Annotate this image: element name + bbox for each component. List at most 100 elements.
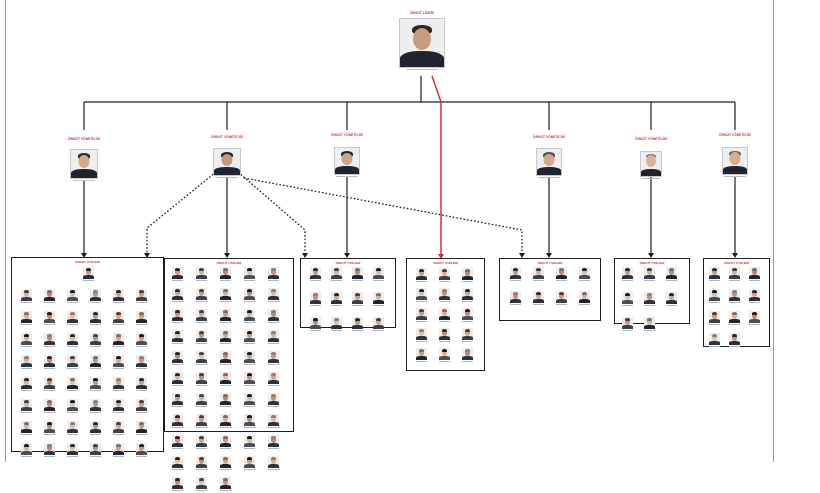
member-portrait (195, 330, 208, 346)
member-portrait (438, 268, 451, 284)
member-portrait (309, 292, 322, 308)
member-portrait (89, 443, 102, 459)
member-portrait (43, 443, 56, 459)
org-chart-document: ÖRGÜT LİDERİ ÖRGÜT YÖNETİCİSİ ÖRGÜT YÖNE… (5, 0, 774, 491)
member-portrait (415, 328, 428, 344)
member-portrait (89, 311, 102, 327)
member-portrait (243, 309, 256, 325)
member-portrait (461, 308, 474, 324)
member-portrait (89, 377, 102, 393)
member-group-5: ÖRGÜT ÜYELERİ (499, 258, 601, 321)
member-portrait (665, 292, 678, 308)
member-group-title-5: ÖRGÜT ÜYELERİ (537, 261, 563, 265)
arrowhead-2 (224, 253, 230, 258)
member-portrait (66, 399, 79, 415)
member-portrait (243, 267, 256, 283)
member-portrait (219, 351, 232, 367)
member-portrait (20, 311, 33, 327)
member-portrait (219, 456, 232, 472)
member-portrait (112, 355, 125, 371)
member-portrait (82, 267, 95, 283)
leader-node-3: ÖRGÜT YÖNETİCİSİ (322, 133, 372, 177)
member-portrait (267, 372, 280, 388)
member-portrait (330, 317, 343, 333)
member-group-1: ÖRGÜT ÜYELERİ (11, 257, 164, 457)
member-portrait (555, 267, 568, 283)
member-portrait (351, 317, 364, 333)
member-portrait (243, 351, 256, 367)
member-group-title-2: ÖRGÜT ÜYELERİ (216, 261, 242, 265)
member-portrait (66, 355, 79, 371)
member-portrait (219, 267, 232, 283)
member-portrait (728, 289, 741, 305)
member-portrait (112, 421, 125, 437)
member-portrait (135, 289, 148, 305)
member-portrait (509, 267, 522, 283)
member-portrait (219, 330, 232, 346)
member-group-4: ÖRGÜT ÜYELERİ (406, 258, 485, 371)
member-portrait (89, 399, 102, 415)
member-portrait (372, 317, 385, 333)
member-portrait (243, 330, 256, 346)
member-portrait (243, 456, 256, 472)
member-portrait (43, 355, 56, 371)
member-portrait (748, 289, 761, 305)
member-portrait (555, 291, 568, 307)
member-portrait (532, 291, 545, 307)
member-portrait (20, 377, 33, 393)
member-portrait (171, 267, 184, 283)
leader-node-2: ÖRGÜT YÖNETİCİSİ (202, 135, 252, 178)
member-portrait (243, 393, 256, 409)
member-portrait (243, 372, 256, 388)
member-portrait (112, 333, 125, 349)
member-portrait (171, 330, 184, 346)
connector-red-direct (431, 75, 442, 258)
member-portrait (171, 309, 184, 325)
member-portrait (267, 351, 280, 367)
top-leader-photo (399, 18, 445, 68)
member-portrait (372, 267, 385, 283)
member-portrait (195, 414, 208, 430)
member-portrait (66, 289, 79, 305)
leader-node-6: ÖRGÜT YÖNETİCİSİ (710, 133, 760, 177)
top-leader-title: ÖRGÜT LİDERİ (409, 11, 435, 15)
member-portrait (43, 377, 56, 393)
member-portrait (621, 317, 634, 333)
member-portrait (219, 414, 232, 430)
member-portrait (621, 292, 634, 308)
member-portrait (195, 351, 208, 367)
leader-title-5: ÖRGÜT YÖNETİCİSİ (634, 137, 667, 141)
member-portrait (643, 292, 656, 308)
member-group-title-6: ÖRGÜT ÜYELERİ (639, 261, 665, 265)
member-portrait (708, 267, 721, 283)
member-portrait (43, 311, 56, 327)
member-portrait (330, 292, 343, 308)
member-portrait (415, 348, 428, 364)
member-group-7: ÖRGÜT ÜYELERİ (703, 258, 770, 347)
member-group-title-1: ÖRGÜT ÜYELERİ (75, 260, 100, 264)
member-portrait (66, 421, 79, 437)
member-portrait (243, 414, 256, 430)
leader-photo-1 (70, 149, 98, 179)
member-portrait (351, 267, 364, 283)
member-portrait (267, 456, 280, 472)
member-portrait (461, 348, 474, 364)
leader-title-1: ÖRGÜT YÖNETİCİSİ (67, 137, 100, 141)
member-group-2: ÖRGÜT ÜYELERİ (164, 258, 294, 491)
member-portrait (438, 308, 451, 324)
member-portrait (171, 456, 184, 472)
member-portrait (43, 399, 56, 415)
member-portrait (267, 309, 280, 325)
member-portrait (372, 292, 385, 308)
member-portrait (438, 288, 451, 304)
member-portrait (461, 288, 474, 304)
member-group-6: ÖRGÜT ÜYELERİ (614, 258, 690, 331)
member-portrait (219, 477, 232, 493)
arrowhead-dotted-5 (519, 253, 525, 258)
leader-node-4: ÖRGÜT YÖNETİCİSİ (524, 135, 574, 178)
member-portrait (135, 355, 148, 371)
member-portrait (66, 377, 79, 393)
member-portrait (243, 288, 256, 304)
member-portrait (171, 288, 184, 304)
member-portrait (728, 267, 741, 283)
